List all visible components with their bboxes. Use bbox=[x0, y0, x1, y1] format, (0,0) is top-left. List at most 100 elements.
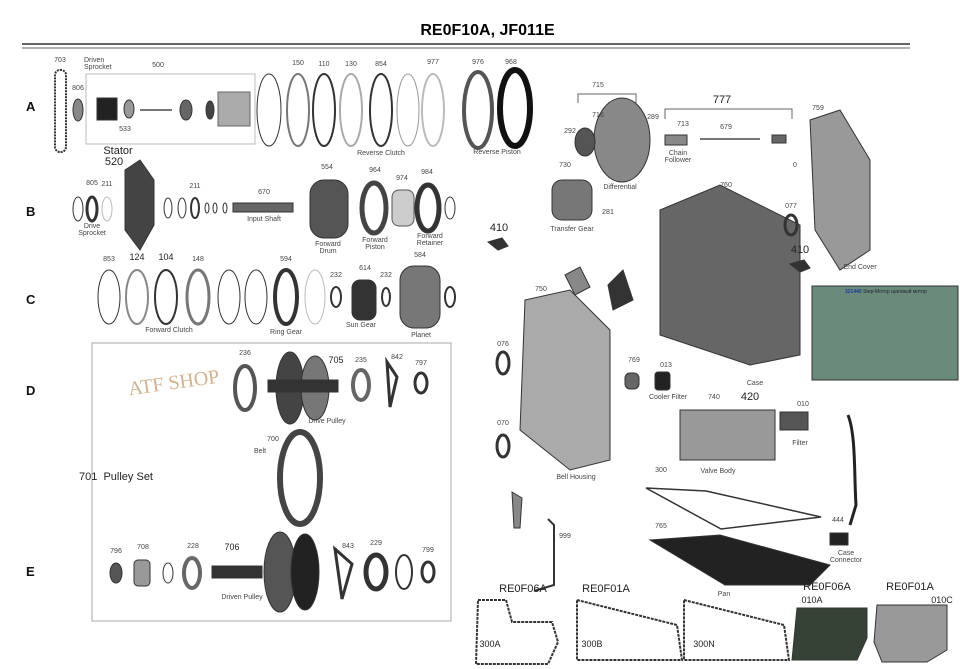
part-label: 300B bbox=[581, 639, 603, 649]
valve-body-inset-photo bbox=[811, 285, 959, 381]
part-label: 700 bbox=[267, 436, 279, 443]
pulley-set-parts bbox=[109, 351, 436, 613]
part-label: 110 bbox=[318, 61, 330, 68]
caption: Ring Gear bbox=[270, 329, 302, 336]
part-label: 281 bbox=[602, 209, 614, 216]
part-label: 842 bbox=[391, 354, 403, 361]
part-label: 232 bbox=[330, 272, 342, 279]
part-label: Driven Sprocket bbox=[84, 57, 112, 71]
row-a-parts bbox=[54, 67, 533, 153]
part-label: 520 bbox=[104, 156, 124, 168]
inset-part-number: 321440 bbox=[845, 289, 862, 295]
bracket-777 bbox=[664, 108, 793, 119]
row-letter-c: C bbox=[26, 292, 36, 307]
part-label: 706 bbox=[224, 542, 240, 552]
part-label: 806 bbox=[72, 85, 84, 92]
caption: Planet bbox=[411, 332, 431, 339]
caption: Sun Gear bbox=[346, 322, 376, 329]
caption: Case Connector bbox=[829, 550, 863, 564]
part-label: 228 bbox=[187, 543, 199, 550]
part-label: 977 bbox=[427, 59, 439, 66]
caption: Forward Piston bbox=[362, 237, 388, 251]
caption: End Cover bbox=[843, 264, 877, 271]
part-label: 984 bbox=[421, 169, 433, 176]
part-label: 750 bbox=[535, 286, 547, 293]
part-label: 211 bbox=[189, 183, 201, 190]
part-label: 964 bbox=[369, 167, 381, 174]
part-label: 740 bbox=[708, 394, 720, 401]
caption: Driven Pulley bbox=[221, 594, 263, 601]
part-label: 420 bbox=[740, 391, 760, 403]
part-label: 289 bbox=[647, 114, 659, 121]
part-label: 150 bbox=[292, 60, 304, 67]
model-label: RE0F06A bbox=[499, 583, 547, 595]
part-label: 799 bbox=[422, 547, 434, 554]
inset-description: Step-Мотор шаговый мотор bbox=[863, 289, 927, 295]
part-label: 124 bbox=[129, 252, 145, 262]
caption: Transfer Gear bbox=[550, 226, 594, 233]
part-label: 765 bbox=[655, 523, 667, 530]
part-label: 716 bbox=[592, 112, 604, 119]
part-label: 853 bbox=[103, 256, 115, 263]
part-label: 444 bbox=[832, 517, 844, 524]
part-label: 010 bbox=[797, 401, 809, 408]
part-label: 235 bbox=[355, 357, 367, 364]
part-label: 300 bbox=[655, 467, 667, 474]
part-label: 533 bbox=[119, 126, 131, 133]
part-label: 805 bbox=[86, 180, 98, 187]
assembly-500-box bbox=[85, 73, 256, 145]
caption: Drive Pulley bbox=[308, 418, 346, 425]
inset-caption: 321440 Step-Мотор шаговый мотор bbox=[845, 289, 927, 295]
header-rule bbox=[22, 43, 910, 49]
part-label: 730 bbox=[559, 162, 571, 169]
part-label: 797 bbox=[415, 360, 427, 367]
caption: Chain Follower bbox=[664, 150, 692, 164]
caption: Input Shaft bbox=[247, 216, 281, 223]
row-b-parts bbox=[72, 159, 456, 251]
part-label: 292 bbox=[564, 128, 576, 135]
part-label: 968 bbox=[505, 59, 517, 66]
part-label: 300N bbox=[693, 639, 715, 649]
part-label: 211 bbox=[101, 181, 113, 188]
part-label: 999 bbox=[559, 533, 571, 540]
part-label: 104 bbox=[158, 252, 174, 262]
caption: Case bbox=[746, 380, 764, 387]
caption: Belt bbox=[253, 448, 267, 455]
row-letter-d: D bbox=[26, 383, 36, 398]
caption: Drive Sprocket bbox=[78, 223, 106, 237]
caption: Forward Retainer bbox=[416, 233, 444, 247]
lower-parts bbox=[474, 409, 948, 665]
part-label: 705 bbox=[328, 355, 344, 365]
part-label: 843 bbox=[342, 543, 354, 550]
caption: Reverse Piston bbox=[473, 149, 521, 156]
row-letter-b: B bbox=[26, 204, 36, 219]
part-label: Stator bbox=[103, 145, 133, 157]
part-label: 854 bbox=[375, 61, 387, 68]
pulley-set-box bbox=[91, 342, 452, 622]
model-label: RE0F01A bbox=[582, 583, 630, 595]
caption: Forward Drum bbox=[315, 241, 341, 255]
part-label: 974 bbox=[396, 175, 408, 182]
part-label: 148 bbox=[192, 256, 204, 263]
part-label: 077 bbox=[785, 203, 797, 210]
caption: Forward Clutch bbox=[145, 327, 193, 334]
caption: Cooler Filter bbox=[648, 394, 688, 401]
part-label: 976 bbox=[472, 59, 484, 66]
part-label: 410 bbox=[790, 244, 810, 256]
right-parts bbox=[486, 97, 959, 471]
bracket-715 bbox=[577, 93, 637, 103]
part-label: 232 bbox=[380, 272, 392, 279]
part-label: 715 bbox=[592, 82, 604, 89]
part-label: 594 bbox=[280, 256, 292, 263]
part-label: 670 bbox=[258, 189, 270, 196]
pulley-set-title: 701 Pulley Set bbox=[79, 471, 153, 483]
row-c-parts bbox=[97, 265, 456, 329]
part-label: 010A bbox=[801, 595, 823, 605]
caption: Differential bbox=[603, 184, 637, 191]
part-label: 554 bbox=[321, 164, 333, 171]
part-label: 300A bbox=[479, 639, 501, 649]
part-label: 410 bbox=[489, 222, 509, 234]
part-label: 584 bbox=[414, 252, 426, 259]
